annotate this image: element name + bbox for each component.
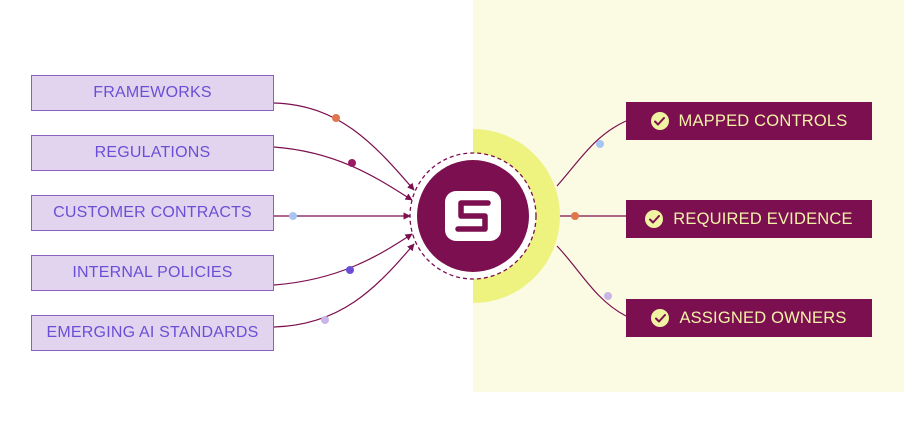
- output-label: MAPPED CONTROLS: [678, 111, 848, 130]
- input-label: FRAMEWORKS: [93, 84, 212, 101]
- input-label: INTERNAL POLICIES: [72, 264, 233, 281]
- connector-emerging-ai-standards: [273, 243, 415, 328]
- output-dot-mapped-controls: [596, 140, 604, 148]
- input-label: EMERGING AI STANDARDS: [46, 324, 259, 341]
- input-label: CUSTOMER CONTRACTS: [53, 204, 252, 221]
- input-dot-emerging-ai-standards: [321, 316, 329, 324]
- input-box-frameworks: FRAMEWORKS: [31, 75, 274, 111]
- output-label: ASSIGNED OWNERS: [679, 308, 847, 327]
- output-dot-required-evidence: [571, 212, 579, 220]
- connector-regulations: [273, 146, 413, 201]
- input-box-emerging-ai-standards: EMERGING AI STANDARDS: [31, 315, 274, 351]
- connector-mapped-controls: [556, 120, 627, 187]
- connector-assigned-owners: [556, 245, 627, 317]
- input-dot-customer-contracts: [289, 212, 297, 220]
- input-box-customer-contracts: CUSTOMER CONTRACTS: [31, 195, 274, 231]
- input-dot-internal-policies: [346, 266, 354, 274]
- output-box-required-evidence: REQUIRED EVIDENCE: [626, 200, 872, 238]
- check-circle-icon: [650, 112, 669, 130]
- output-box-mapped-controls: MAPPED CONTROLS: [626, 102, 872, 140]
- input-box-internal-policies: INTERNAL POLICIES: [31, 255, 274, 291]
- output-box-assigned-owners: ASSIGNED OWNERS: [626, 299, 872, 337]
- input-dot-regulations: [348, 159, 356, 167]
- check-circle-icon: [651, 309, 670, 327]
- s-logo-icon: [445, 191, 501, 241]
- output-label: REQUIRED EVIDENCE: [673, 209, 853, 228]
- input-label: REGULATIONS: [94, 144, 211, 161]
- output-dot-assigned-owners: [604, 292, 612, 300]
- connector-internal-policies: [273, 233, 413, 286]
- input-box-regulations: REGULATIONS: [31, 135, 274, 171]
- connector-frameworks: [273, 102, 415, 191]
- input-dot-frameworks: [332, 114, 340, 122]
- check-circle-icon: [645, 210, 664, 228]
